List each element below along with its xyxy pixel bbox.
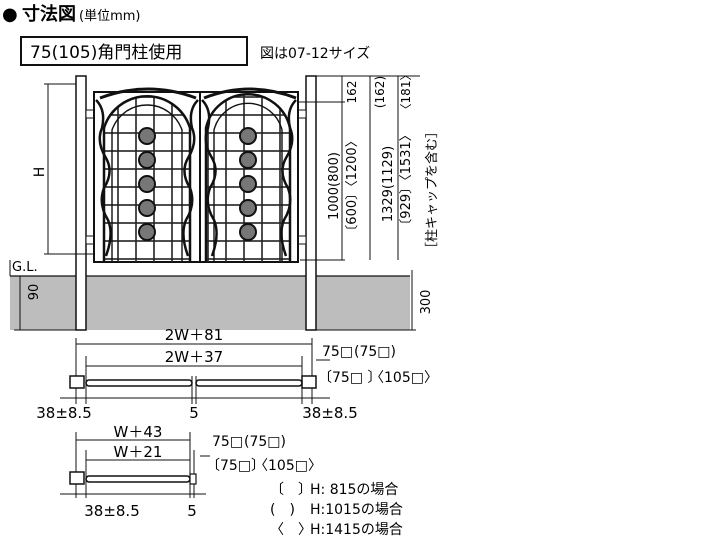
double-center-dim: 5 <box>189 404 199 422</box>
single-left-dim: 38±8.5 <box>84 502 140 520</box>
double-post-b: (75□) <box>354 344 396 360</box>
legend: 〔 〕 H: 815の場合 ( ) H:1015の場合 〈 〉 H:1415の場… <box>270 482 403 538</box>
single-post <box>69 471 85 485</box>
legend-text-3: H:1415の場合 <box>310 522 403 538</box>
gl-label: G.L. <box>12 260 38 275</box>
double-inner: 2W＋37 <box>165 348 223 366</box>
title-bullet: ● <box>2 4 18 25</box>
left-depth: 90 <box>27 284 42 301</box>
double-overall: 2W＋81 <box>165 326 223 344</box>
legend-text-1: H: 815の場合 <box>310 482 398 498</box>
single-post-a: 75□ <box>212 434 243 450</box>
col1-top: 162 <box>345 81 359 104</box>
double-post-a: 75□ <box>322 344 353 360</box>
legend-bracket-3: 〈 〉 <box>270 522 312 538</box>
boxed-caption: 75(105)角門柱使用 <box>30 42 182 63</box>
double-right-dim: 38±8.5 <box>302 404 358 422</box>
h-label: H <box>32 167 48 178</box>
double-right-post <box>301 375 317 389</box>
single-leaf <box>85 475 191 483</box>
left-post <box>75 75 87 331</box>
single-post-c: 〔75□〕 <box>206 458 265 474</box>
single-stop <box>189 473 197 485</box>
caption-box <box>20 36 248 66</box>
col2-top: (162) <box>373 76 387 108</box>
single-right-dim: 5 <box>187 502 197 520</box>
double-post-d: 〈105□〉 <box>370 370 438 386</box>
double-left-dim: 38±8.5 <box>36 404 92 422</box>
col3-mid: ［柱キャップを含む］ <box>424 125 440 255</box>
legend-bracket-1: 〔 〕 <box>270 482 312 498</box>
col1-mid: 1000(800) <box>327 152 342 220</box>
col3-top: 〈181〉 <box>399 69 413 116</box>
single-overall: W＋43 <box>114 423 163 441</box>
size-note: 図は07-12サイズ <box>260 46 370 62</box>
double-leaf-right <box>195 379 303 387</box>
right-gate-leaf <box>199 87 299 263</box>
single-inner: W＋21 <box>114 443 163 461</box>
col1-bot: 〔600〕〈1200〉 <box>345 134 360 237</box>
col2-bot: 〔929〕〈1531〉 <box>399 128 414 231</box>
double-left-post <box>69 375 85 389</box>
single-post-d: 〈105□〉 <box>254 458 322 474</box>
double-post-c: 〔75□ 〕 <box>318 370 382 386</box>
right-depth: 300 <box>419 290 434 315</box>
double-leaf-left <box>85 379 193 387</box>
left-gate-leaf <box>93 87 201 263</box>
unit-note: (単位mm) <box>79 8 140 24</box>
right-post <box>305 75 317 331</box>
page-title: 寸法図 <box>22 3 76 25</box>
legend-bracket-2: ( ) <box>270 502 295 518</box>
ground-band <box>10 276 410 330</box>
legend-text-2: H:1015の場合 <box>310 502 403 518</box>
single-post-b: (75□) <box>244 434 286 450</box>
col2-mid: 1329(1129) <box>381 146 396 222</box>
